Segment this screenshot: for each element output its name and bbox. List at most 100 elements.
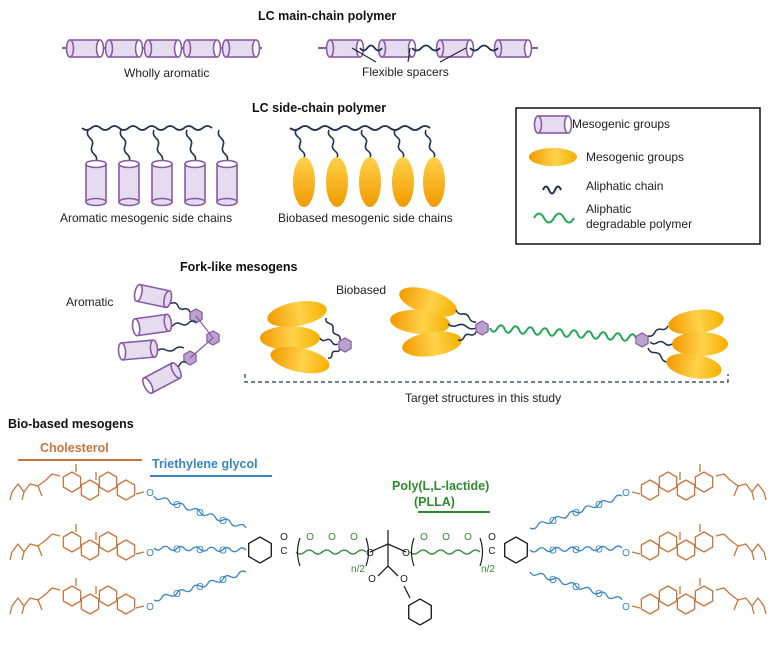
oxygen-atom: O — [350, 532, 358, 543]
bond — [377, 544, 389, 577]
mesogen-ellipse — [392, 157, 414, 207]
bond — [733, 545, 739, 557]
bond — [631, 551, 641, 555]
side-chain-spacer — [294, 129, 306, 159]
mesogen-ellipse — [270, 346, 330, 374]
bond — [715, 587, 765, 607]
bond — [763, 605, 767, 615]
target-bracket — [244, 374, 729, 383]
mesogen-cylinder — [533, 115, 573, 134]
bond — [80, 479, 100, 501]
bond — [676, 539, 696, 561]
cholesterol-label: Cholesterol — [40, 441, 109, 455]
oxygen-atom: O — [549, 546, 557, 557]
bond — [116, 593, 136, 615]
side-chain-spacer — [424, 129, 436, 159]
wavy-polymer-icon — [533, 212, 575, 224]
legend-label-cylinder: Mesogenic groups — [572, 117, 670, 131]
spacer-pointer-lines — [351, 47, 467, 63]
oxygen-atom: O — [549, 516, 557, 527]
oxygen-atom: O — [306, 532, 314, 543]
bond — [694, 531, 714, 553]
legend-label-aliphatic: Aliphatic chain — [586, 179, 663, 193]
biobased-side-chain-polymer — [289, 125, 445, 207]
aliphatic-chain — [647, 347, 669, 363]
oxygen-atom: O — [196, 582, 204, 593]
oxygen-atom: O — [402, 548, 410, 559]
bond — [715, 473, 765, 493]
oxygen-atom: O — [366, 548, 374, 559]
plla-label-2: (PLLA) — [414, 495, 455, 509]
side-chain-spacer — [360, 129, 372, 159]
target-structure — [390, 287, 728, 379]
oxygen-atom: O — [146, 548, 154, 559]
biobased-side-chain-label: Biobased mesogenic side chains — [278, 211, 453, 225]
fork-title: Fork-like mesogens — [180, 260, 297, 274]
mesogen-cylinder — [182, 39, 222, 58]
degradable-polymer-chain — [489, 324, 637, 342]
flexible-spacers-label: Flexible spacers — [362, 65, 449, 79]
bond — [640, 539, 660, 561]
target-label: Target structures in this study — [405, 391, 561, 405]
bond — [21, 491, 25, 501]
aromatic-side-chain-polymer — [81, 125, 238, 207]
carbonyl-oxygen: O — [488, 532, 496, 543]
bond — [751, 491, 755, 501]
bond — [98, 585, 118, 607]
mesogen-ellipse — [402, 331, 462, 357]
mesogen-cylinder — [142, 361, 182, 395]
plla-chain — [409, 549, 481, 555]
mesogen-ellipse — [326, 157, 348, 207]
mesogen-cylinder — [216, 159, 238, 207]
oxygen-atom: O — [572, 582, 580, 593]
mesogen-ellipse — [293, 157, 315, 207]
aliphatic-chain — [319, 337, 339, 346]
bond — [116, 539, 136, 561]
oxygen-atom: O — [595, 545, 603, 556]
teg-chain — [153, 545, 247, 553]
biobased-mesogens-title: Bio-based mesogens — [8, 417, 134, 431]
side-chain-title: LC side-chain polymer — [252, 101, 386, 115]
legend-label-degradable-2: degradable polymer — [586, 217, 692, 231]
bond — [763, 551, 767, 561]
wholly-aromatic-chain — [62, 39, 262, 58]
side-chain-backbone — [289, 125, 431, 131]
flexible-spacer — [411, 44, 441, 52]
carbonyl-oxygen: O — [280, 532, 288, 543]
bond — [676, 593, 696, 615]
bond — [631, 605, 641, 609]
mesogen-cylinder — [325, 39, 365, 58]
wholly-aromatic-label: Wholly aromatic — [124, 66, 209, 80]
aliphatic-chain — [649, 340, 673, 346]
aliphatic-chain — [447, 323, 477, 330]
legend-label-degradable-1: Aliphatic — [586, 202, 631, 216]
benzene-ring — [504, 536, 528, 564]
bond — [763, 491, 767, 501]
mesogen-cylinder — [151, 159, 173, 207]
core-link — [189, 315, 214, 359]
bond — [715, 533, 765, 553]
flexible-spacer — [359, 44, 383, 52]
mesogen-cylinder — [118, 159, 140, 207]
repeat-index: n/2 — [351, 564, 365, 575]
repeat-bracket — [410, 537, 415, 567]
side-chain-spacer — [393, 129, 405, 159]
benzene-core — [635, 332, 649, 348]
bond — [37, 545, 43, 557]
oxygen-atom: O — [442, 532, 450, 543]
oxygen-atom: O — [219, 575, 227, 586]
bond — [694, 471, 714, 493]
main-chain-title: LC main-chain polymer — [258, 9, 396, 23]
bond — [9, 491, 13, 501]
teg-chain — [529, 494, 623, 530]
fork-biobased-label: Biobased — [336, 283, 386, 297]
benzene-ring — [408, 598, 432, 626]
bond — [640, 593, 660, 615]
mesogen-ellipse — [672, 332, 728, 356]
mesogen-cylinder — [377, 39, 417, 58]
oxygen-atom: O — [595, 589, 603, 600]
oxygen-atom: O — [219, 546, 227, 557]
oxygen-atom: O — [173, 500, 181, 511]
repeat-bracket — [365, 537, 370, 567]
